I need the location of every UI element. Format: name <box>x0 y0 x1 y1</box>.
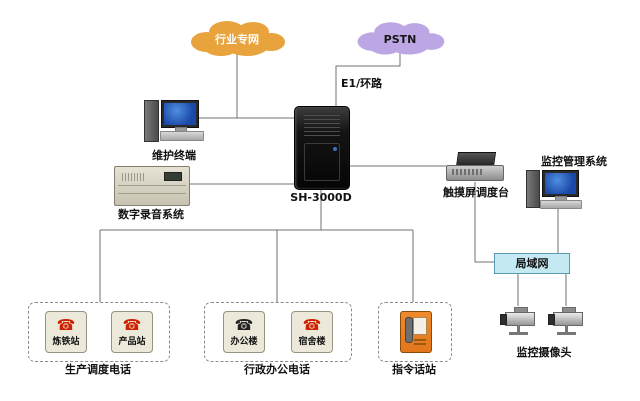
pstn-label: PSTN <box>383 32 417 46</box>
phone-station-label: 宿舍楼 <box>298 336 326 347</box>
maintenance-terminal-label: 维护终端 <box>152 149 196 162</box>
cloud-icon <box>191 21 285 56</box>
phone-icon: ☎ <box>234 315 254 334</box>
server-label: SH-3000D <box>290 191 352 204</box>
group-admin-label: 行政办公电话 <box>244 363 310 376</box>
recording-system-icon <box>114 166 190 206</box>
phone-station-label: 办公楼 <box>230 336 258 347</box>
monitor-system-icon <box>526 168 588 212</box>
server-led <box>333 147 337 151</box>
phone-station-label: 炼铁站 <box>52 336 80 347</box>
pc-monitor <box>542 170 579 197</box>
rack-display <box>164 172 182 181</box>
recording-system-label: 数字录音系统 <box>118 208 184 221</box>
camera-icon <box>500 306 536 338</box>
server-icon <box>294 106 350 190</box>
pstn-cloud: PSTN <box>352 17 448 57</box>
phone-station-dorm: ☎ 宿舍楼 <box>291 311 333 353</box>
touch-console-icon <box>446 152 504 182</box>
rack-groove <box>118 185 186 186</box>
phone-icon: ☎ <box>56 315 76 334</box>
maintenance-terminal-icon <box>144 98 206 146</box>
command-faceplate <box>413 317 427 335</box>
phone-station-office: ☎ 办公楼 <box>223 311 265 353</box>
group-production-label: 生产调度电话 <box>65 363 131 376</box>
group-admin-box: ☎ 办公楼 ☎ 宿舍楼 <box>204 302 352 362</box>
pc-tower <box>526 170 540 208</box>
e1-link-label: E1/环路 <box>341 77 383 90</box>
pc-screen <box>164 103 196 125</box>
console-keys <box>452 169 482 175</box>
pc-monitor <box>161 100 199 128</box>
rack-groove <box>118 193 186 194</box>
camera-icon <box>548 306 584 338</box>
cameras-label: 监控摄像头 <box>516 346 572 359</box>
server-panel <box>304 143 340 181</box>
phone-icon: ☎ <box>122 315 142 334</box>
pc-screen <box>545 173 576 194</box>
phone-icon: ☎ <box>302 315 322 334</box>
command-buttons <box>414 339 426 347</box>
rack-vent <box>122 173 144 181</box>
pc-keyboard <box>540 200 582 209</box>
pc-keyboard <box>160 131 204 141</box>
camera-lens <box>548 314 555 325</box>
command-handset <box>405 317 413 343</box>
industry-network-label: 行业专网 <box>215 33 259 46</box>
camera-body <box>553 312 583 326</box>
command-station-icon <box>400 311 432 353</box>
phone-station-iron: ☎ 炼铁站 <box>45 311 87 353</box>
group-command-label: 指令话站 <box>392 363 436 376</box>
camera-base <box>509 332 528 335</box>
industry-network-cloud: 行业专网 <box>185 16 289 58</box>
camera-lens <box>500 314 507 325</box>
group-production-box: ☎ 炼铁站 ☎ 产品站 <box>28 302 170 362</box>
lan-box: 局域网 <box>494 253 570 274</box>
camera-base <box>557 332 576 335</box>
group-command-box <box>378 302 452 362</box>
connector-line <box>335 53 401 106</box>
camera-body <box>505 312 535 326</box>
cloud-icon <box>357 22 445 55</box>
camera-stand <box>517 325 520 332</box>
server-vents <box>304 115 340 137</box>
pc-tower <box>144 100 159 142</box>
phone-station-label: 产品站 <box>118 336 146 347</box>
connector-line <box>474 182 494 263</box>
phone-station-product: ☎ 产品站 <box>111 311 153 353</box>
touch-console-label: 触摸屏调度台 <box>443 186 509 199</box>
monitor-system-label: 监控管理系统 <box>541 155 607 168</box>
camera-stand <box>565 325 568 332</box>
